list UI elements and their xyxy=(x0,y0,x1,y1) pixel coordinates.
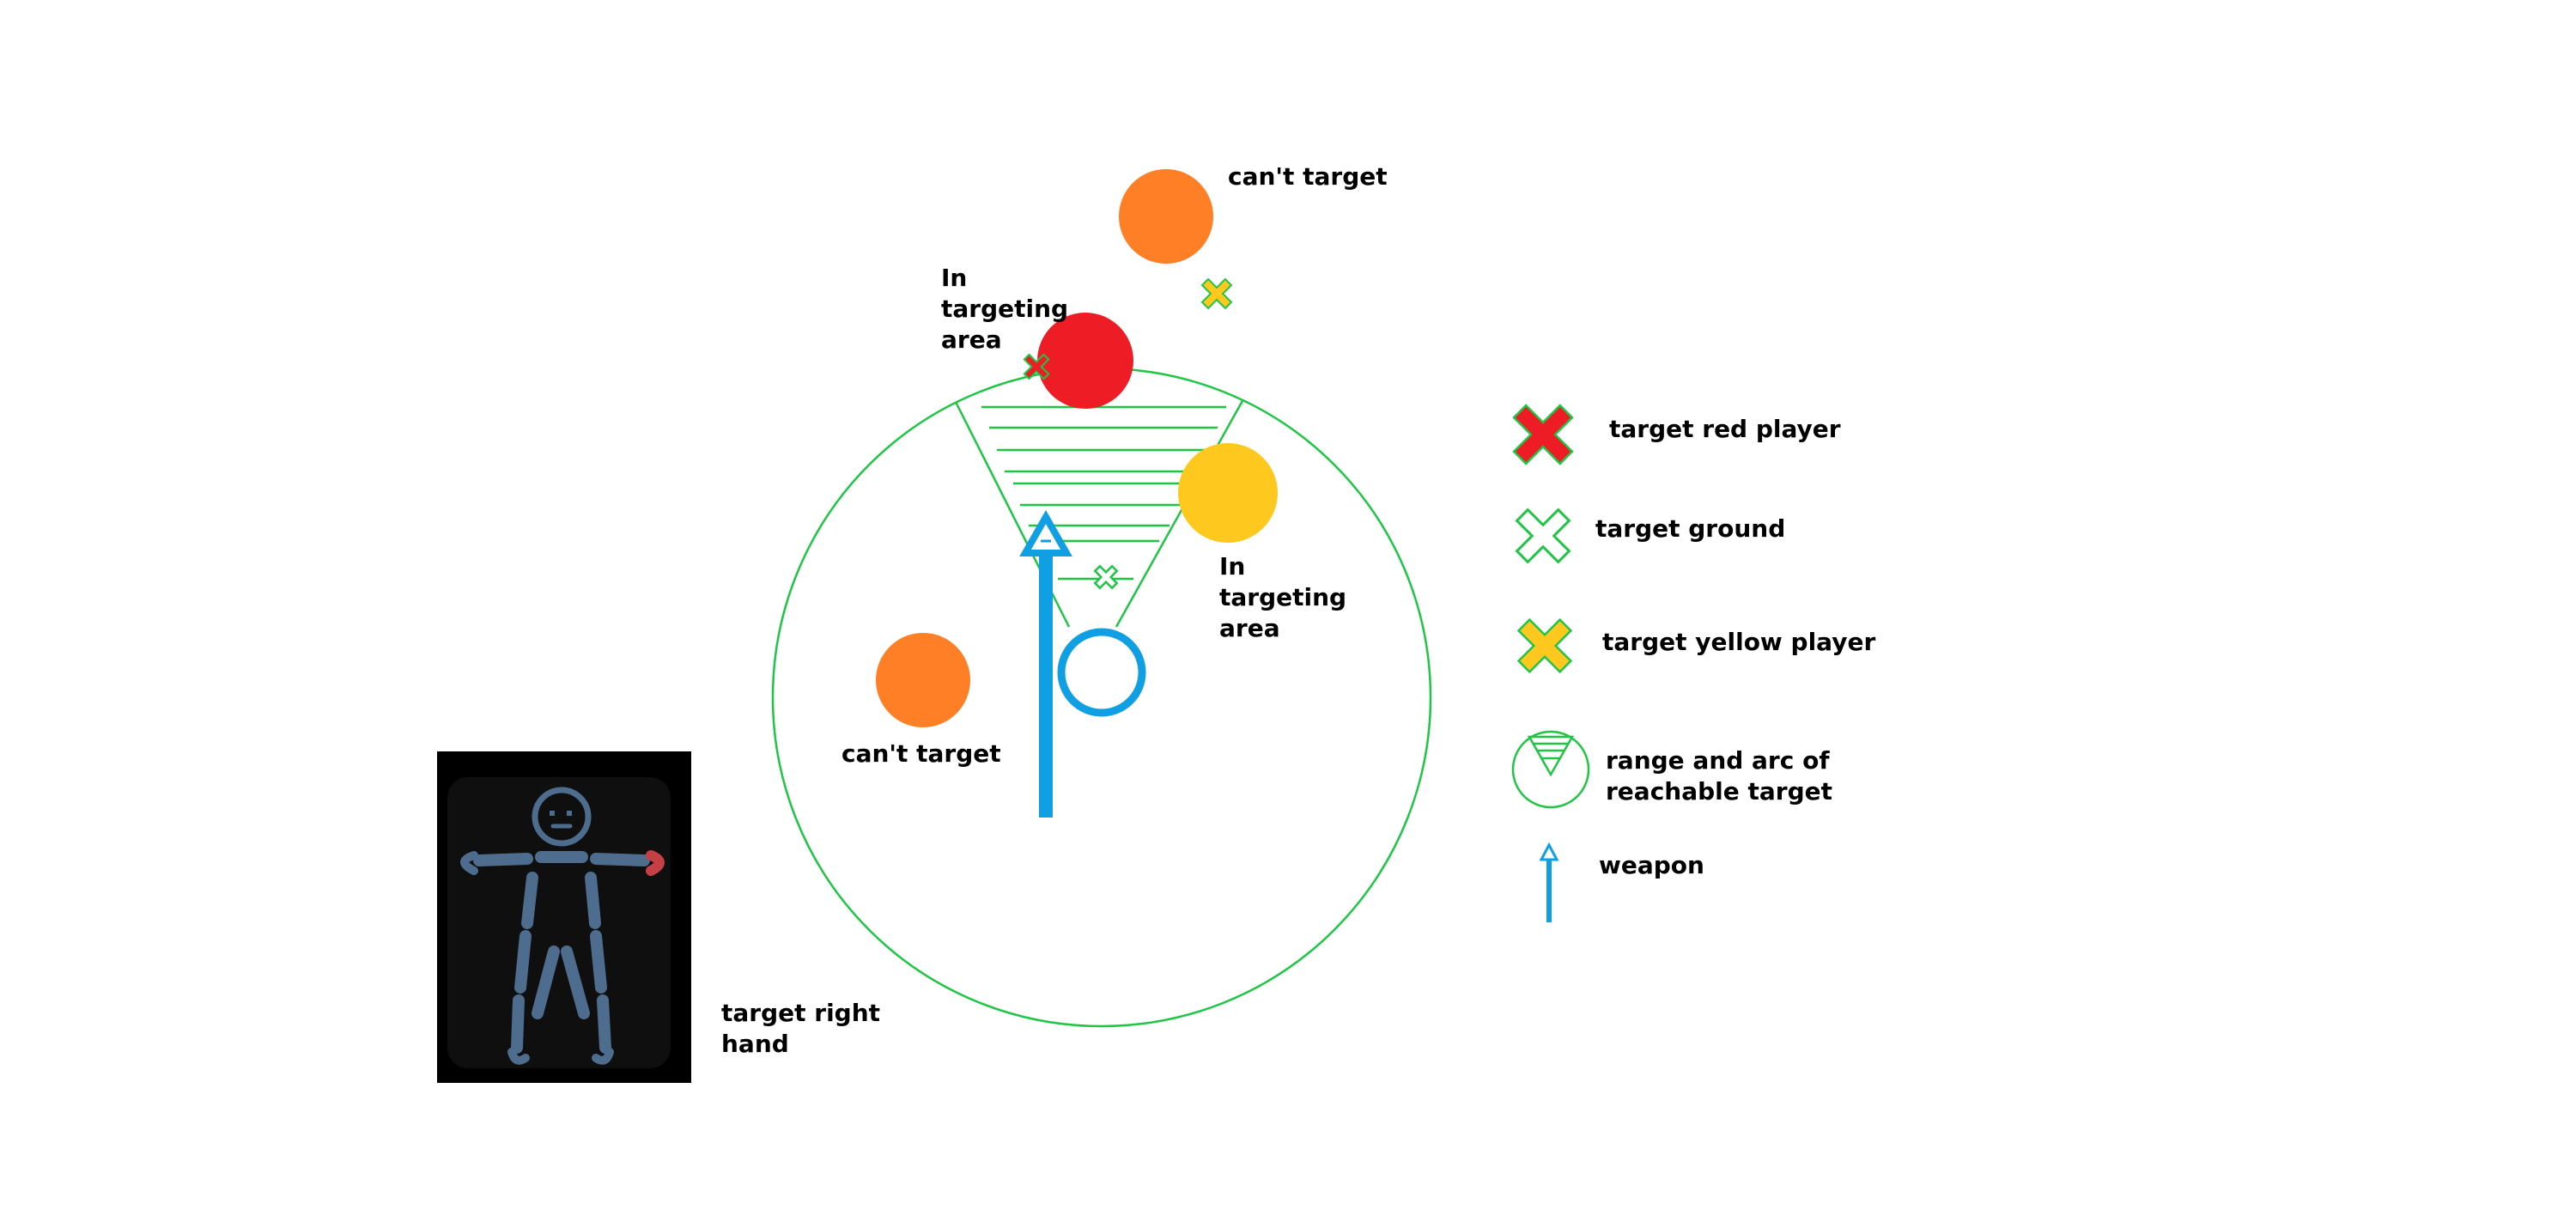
legend-ground-cross-icon xyxy=(1515,508,1571,564)
legend-weapon-arrow-icon xyxy=(1539,842,1559,922)
label-line: area xyxy=(941,325,1002,354)
orange-player-top xyxy=(1119,169,1213,264)
legend-weapon-label: weapon xyxy=(1599,851,1704,879)
label-line: target right xyxy=(721,999,881,1027)
yellow-target-cross-icon xyxy=(1200,277,1233,310)
target-right-hand-label: target right hand xyxy=(721,998,880,1060)
cant-target-top-label: can't target xyxy=(1228,162,1388,191)
body-target-panel xyxy=(437,751,691,1083)
label-line: reachable target xyxy=(1606,777,1833,806)
weapon-arrow-icon xyxy=(1019,509,1072,818)
legend-ground-label: target ground xyxy=(1595,514,1786,543)
ground-target-cross-icon xyxy=(1093,564,1119,590)
label-line: area xyxy=(1219,614,1280,642)
cant-target-left-label: can't target xyxy=(841,739,1001,768)
legend-red-player-label: target red player xyxy=(1609,415,1841,443)
legend-yellow-player-label: target yellow player xyxy=(1602,628,1876,656)
red-player xyxy=(1037,313,1133,409)
orange-player-left xyxy=(876,633,970,727)
yellow-player xyxy=(1178,443,1278,543)
legend-range-arc-icon xyxy=(1511,730,1590,809)
legend-red-cross-icon xyxy=(1512,404,1574,465)
label-line: targeting xyxy=(941,295,1069,323)
range-circle xyxy=(771,367,1432,1028)
label-line: hand xyxy=(721,1030,789,1058)
label-line: targeting xyxy=(1219,583,1347,611)
in-targeting-area-yellow-label: In targeting area xyxy=(1219,551,1346,644)
in-targeting-area-red-label: In targeting area xyxy=(941,263,1068,356)
legend-range-label: range and arc of reachable target xyxy=(1606,745,1832,807)
label-line: range and arc of xyxy=(1606,746,1830,775)
label-line: In xyxy=(1219,552,1246,581)
body-figure-icon xyxy=(460,787,665,1065)
red-target-cross-icon xyxy=(1023,353,1050,380)
label-line: In xyxy=(941,264,968,292)
player-body xyxy=(1057,628,1146,717)
legend-yellow-cross-icon xyxy=(1516,617,1573,674)
